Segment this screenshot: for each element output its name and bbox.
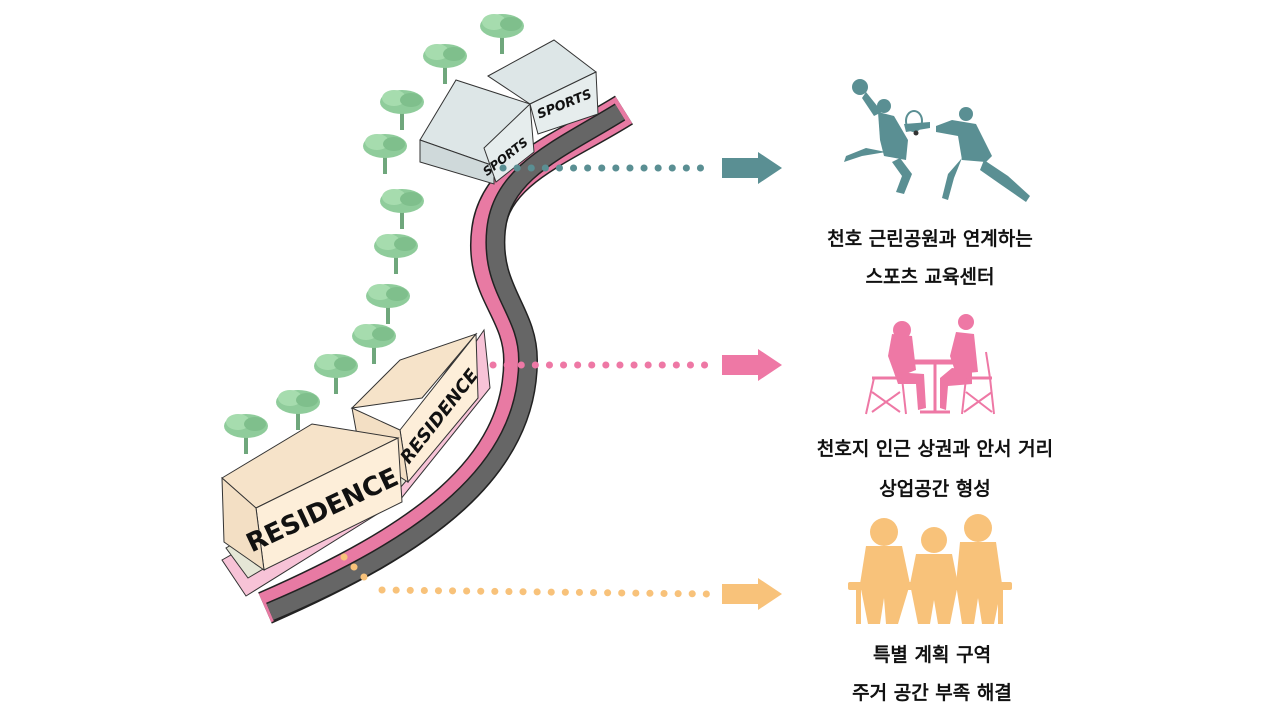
sports-arrow-icon xyxy=(722,152,782,184)
tree-icon xyxy=(380,90,424,130)
tree-icon xyxy=(352,324,396,364)
residence-caption-line1: 특별 계획 구역 xyxy=(872,644,992,666)
commercial-arrow-icon xyxy=(722,349,782,381)
tree-icon xyxy=(480,14,524,54)
tree-icon xyxy=(374,234,418,274)
sports-building-right: SPORTS xyxy=(487,39,599,135)
residence-connector xyxy=(340,553,782,610)
sports-caption-line1: 천호 근린공원과 연계하는 xyxy=(827,228,1033,250)
tree-icon xyxy=(363,134,407,174)
tree-icon xyxy=(224,414,268,454)
cafe-couple-icon xyxy=(865,314,995,415)
commercial-caption: 천호지 인근 상권과 안서 거리 상업공간 형성 xyxy=(785,440,1085,500)
tree-icon xyxy=(314,354,358,394)
tree-icon xyxy=(366,284,410,324)
residence-arrow-icon xyxy=(722,578,782,610)
bench-people-icon xyxy=(848,514,1012,624)
commercial-caption-line2: 상업공간 형성 xyxy=(879,478,991,500)
sports-caption-line2: 스포츠 교육센터 xyxy=(865,266,995,288)
sports-caption: 천호 근린공원과 연계하는 스포츠 교육센터 xyxy=(780,230,1080,290)
tree-icon xyxy=(423,44,467,84)
tree-icon xyxy=(380,189,424,229)
residence-caption-line2: 주거 공간 부족 해결 xyxy=(852,682,1012,704)
commercial-connector xyxy=(489,349,782,381)
sports-connector xyxy=(499,152,782,184)
basketball-and-tennis-players-icon xyxy=(844,79,1030,202)
commercial-caption-line1: 천호지 인근 상권과 안서 거리 xyxy=(816,438,1054,460)
residence-caption: 특별 계획 구역 주거 공간 부족 해결 xyxy=(782,646,1082,706)
